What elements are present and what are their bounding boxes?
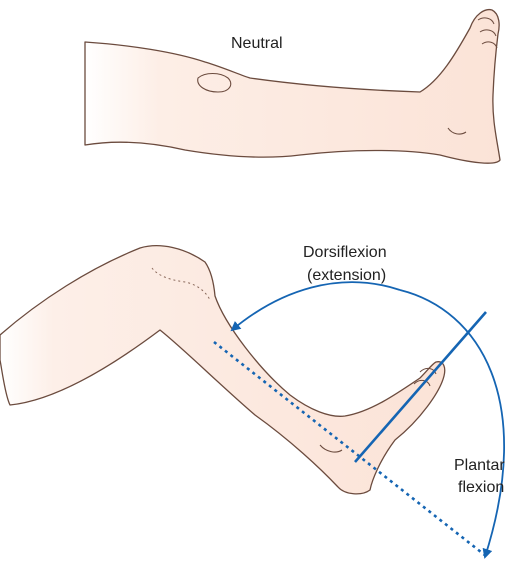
plantar-flexion-arc-arrow bbox=[400, 290, 504, 557]
neutral-label: Neutral bbox=[231, 35, 283, 52]
foot-axis-line bbox=[355, 312, 486, 462]
plantar-label: Plantar bbox=[454, 457, 505, 474]
flexion-label: flexion bbox=[458, 479, 504, 496]
neutral-leg-illustration bbox=[85, 10, 500, 164]
extension-label: (extension) bbox=[307, 267, 386, 284]
neutral-leg-shape bbox=[85, 10, 500, 164]
dorsiflexion-arc-arrow bbox=[232, 282, 400, 330]
dorsiflexion-label: Dorsiflexion bbox=[303, 244, 387, 261]
